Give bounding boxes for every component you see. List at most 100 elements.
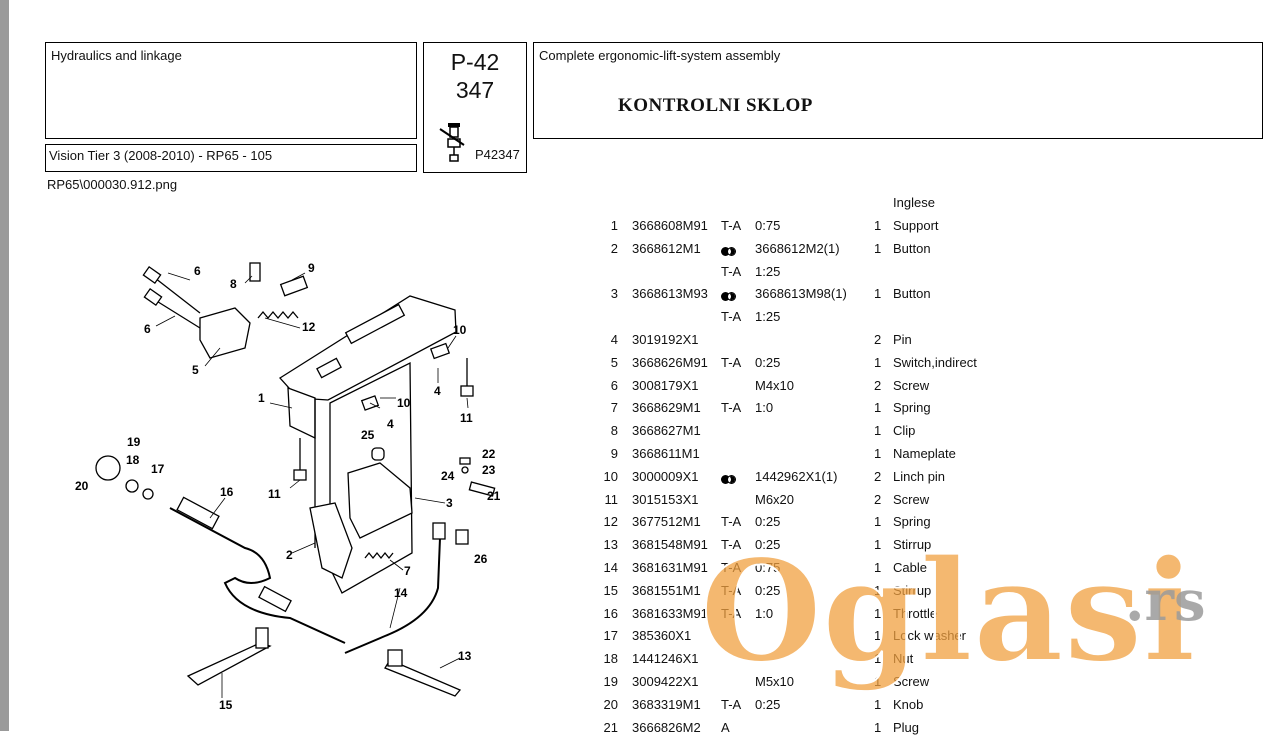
description-cell: Pin xyxy=(893,332,912,347)
description-cell: Clip xyxy=(893,423,916,439)
callout-label: 11 xyxy=(460,411,473,425)
item-index: 14 xyxy=(603,560,618,575)
code-cell: T-A xyxy=(721,537,742,553)
part-number: 3015153X1 xyxy=(632,491,699,507)
quantity-cell: 1 xyxy=(874,218,882,233)
note-cell: 1:25 xyxy=(755,263,781,279)
quantity-cell: 1 xyxy=(874,719,882,735)
description-cell: Throttle xyxy=(893,605,938,621)
note-cell: 3668613M98(1) xyxy=(755,286,847,302)
note-cell: 0:25 xyxy=(755,514,781,530)
callout-label: 7 xyxy=(404,564,411,578)
assembly-box: Complete ergonomic-lift-system assembly … xyxy=(533,42,1263,139)
note-cell: M4x10 xyxy=(755,377,795,393)
callout-label: 4 xyxy=(434,384,441,398)
part-number: 3666826M2 xyxy=(632,719,701,735)
quantity-cell: 1 xyxy=(874,240,882,256)
code-cell: A xyxy=(721,719,730,735)
quantity-cell: 1 xyxy=(874,400,882,416)
code-cell: T-A xyxy=(721,400,742,416)
code-cell: T-A xyxy=(721,218,742,233)
callout-label: 18 xyxy=(126,453,140,467)
part-number: 3668627M1 xyxy=(632,423,701,439)
quantity-cell: 1 xyxy=(874,446,882,461)
callout-label: 11 xyxy=(268,487,281,501)
callout-label: 8 xyxy=(230,277,237,291)
code-cell: T-A xyxy=(721,560,742,575)
quantity-cell: 2 xyxy=(874,377,882,393)
part-number: 1441246X1 xyxy=(632,651,699,667)
code-cell: T-A xyxy=(721,263,742,279)
quantity-cell: 1 xyxy=(874,605,882,621)
quantity-cell: 1 xyxy=(874,674,882,689)
part-number: 3668611M1 xyxy=(632,446,700,461)
code-cell: T-A xyxy=(721,582,742,598)
part-number: 3681548M91 xyxy=(632,537,708,553)
callout-label: 15 xyxy=(219,698,233,712)
callout-label: 16 xyxy=(220,485,234,499)
callout-label: 10 xyxy=(453,323,467,337)
description-cell: Nameplate xyxy=(893,446,956,461)
description-cell: Screw xyxy=(893,491,930,507)
page-number: 347 xyxy=(455,77,495,103)
note-cell: 1:0 xyxy=(755,605,774,621)
description-cell: Cable xyxy=(893,560,927,575)
callout-label: 12 xyxy=(302,320,316,334)
note-cell: M5x10 xyxy=(755,674,795,689)
code-cell: T-A xyxy=(721,696,742,712)
item-index: 11 xyxy=(604,491,619,507)
assembly-title: Complete ergonomic-lift-system assembly xyxy=(539,48,781,63)
item-index: 6 xyxy=(610,377,618,393)
callout-label: 2 xyxy=(286,548,293,562)
callout-label: 17 xyxy=(151,462,165,476)
callout-label: 25 xyxy=(361,428,375,442)
exploded-parts-diagram: 6 6 8 9 12 5 1 10 10 4 4 11 11 25 3 2 7 … xyxy=(75,261,501,712)
note-cell: 0:25 xyxy=(755,696,781,712)
item-index: 15 xyxy=(603,582,618,598)
quantity-cell: 1 xyxy=(874,423,882,439)
interchangeability-icon xyxy=(721,246,736,257)
linkage-icon xyxy=(439,123,465,162)
item-index: 18 xyxy=(603,651,618,667)
note-cell: 0:25 xyxy=(755,354,781,370)
part-number: 3668613M93 xyxy=(632,286,708,302)
model-label: Vision Tier 3 (2008-2010) - RP65 - 105 xyxy=(49,148,273,163)
description-cell: Button xyxy=(893,240,931,256)
section-title-box: Hydraulics and linkage xyxy=(45,42,417,139)
quantity-cell: 1 xyxy=(874,560,882,575)
part-number: 3677512M1 xyxy=(632,514,701,530)
item-index: 1 xyxy=(610,218,618,233)
note-cell: 0:75 xyxy=(755,560,781,575)
code-cell: T-A xyxy=(721,514,742,530)
interchangeability-icon xyxy=(721,474,736,485)
quantity-cell: 1 xyxy=(874,696,882,712)
quantity-cell: 1 xyxy=(874,651,882,667)
part-number: 3008179X1 xyxy=(632,377,699,393)
item-index: 12 xyxy=(603,514,618,530)
part-number: 3000009X1 xyxy=(632,468,699,484)
item-index: 21 xyxy=(603,719,618,735)
note-cell: 3668612M2(1) xyxy=(755,240,840,256)
screw-pair xyxy=(142,265,474,481)
description-cell: Button xyxy=(893,286,931,302)
quantity-cell: 2 xyxy=(874,468,882,484)
item-index: 19 xyxy=(603,674,618,689)
callout-label: 26 xyxy=(474,552,488,566)
description-cell: Nut xyxy=(893,651,914,667)
description-cell: Stirrup xyxy=(893,537,932,553)
callout-label: 23 xyxy=(482,463,496,477)
description-cell: Spring xyxy=(893,514,931,530)
assembly-title-local: KONTROLNI SKLOP xyxy=(618,95,813,116)
part-number: 3009422X1 xyxy=(632,674,699,689)
callout-label: 9 xyxy=(308,261,315,275)
code-cell: T-A xyxy=(721,354,742,370)
note-cell: M6x20 xyxy=(755,491,795,507)
item-index: 13 xyxy=(603,537,618,553)
